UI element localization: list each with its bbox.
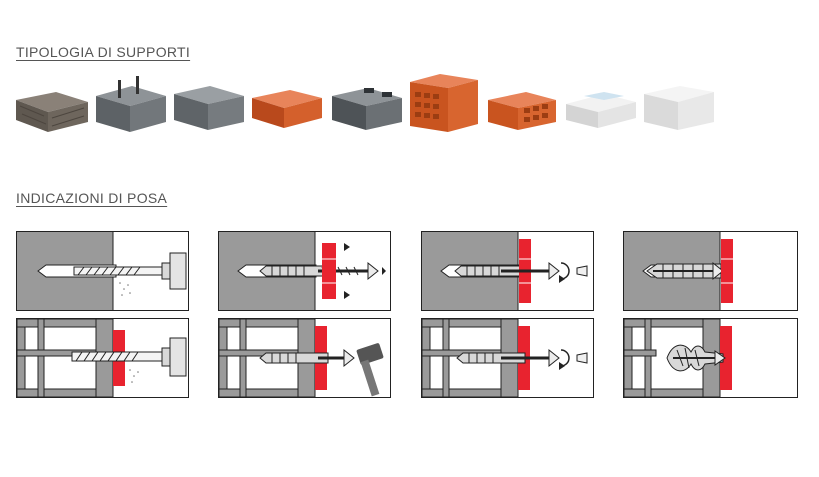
- installation-section-title: INDICAZIONI DI POSA: [16, 190, 168, 206]
- rotate-icon: [559, 262, 570, 283]
- step-hollow-fixed: [623, 318, 798, 398]
- screwdriver-tip-icon: [576, 352, 588, 364]
- sealing-flange: [720, 326, 732, 390]
- wall-plug-icon: [259, 352, 329, 364]
- drill-bit-icon: [73, 266, 163, 276]
- support-materials-row: [0, 70, 819, 142]
- screw-icon: [501, 261, 560, 281]
- perforated-brick-icon: [410, 74, 478, 132]
- step-hollow-hammer: [218, 318, 391, 398]
- solid-brick-icon: [252, 90, 322, 128]
- drill-chuck-icon: [161, 252, 187, 290]
- supports-section-title: TIPOLOGIA DI SUPPORTI: [16, 44, 191, 60]
- step-hollow-screw: [421, 318, 594, 398]
- step-solid-fixed: [623, 231, 798, 311]
- screwdriver-tip-icon: [576, 265, 588, 277]
- drill-chuck-icon: [161, 347, 171, 367]
- knotted-anchor-icon: [666, 344, 726, 372]
- aerated-concrete-block-icon: [566, 92, 636, 128]
- sealing-flange: [721, 239, 733, 303]
- solid-concrete-block-icon: [174, 86, 244, 130]
- dust-particles: [119, 282, 131, 296]
- concrete-block-with-rods-icon: [96, 76, 166, 132]
- arrow-icon: [344, 243, 386, 299]
- step-hollow-drill: [16, 318, 189, 398]
- step-solid-drill: [16, 231, 189, 311]
- gypsum-block-icon: [644, 86, 714, 130]
- step-solid-screw: [421, 231, 594, 311]
- hammer-icon: [356, 343, 384, 397]
- hollow-concrete-block-icon: [332, 88, 402, 130]
- expanded-anchor-icon: [646, 261, 724, 281]
- hollow-brick-icon: [488, 92, 556, 130]
- step-solid-insert: [218, 231, 391, 311]
- sealing-flange: [322, 243, 336, 299]
- stone-block-icon: [16, 92, 88, 132]
